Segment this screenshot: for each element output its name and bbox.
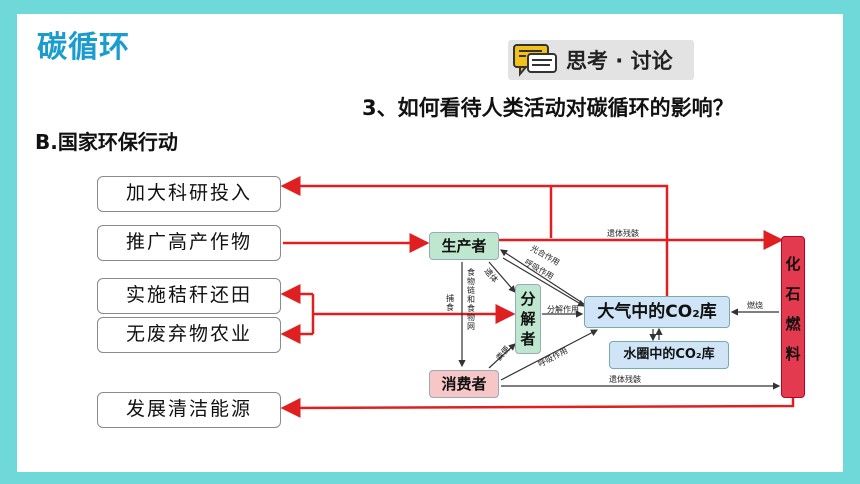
action-straw-return: 实施秸秆还田 <box>97 278 281 314</box>
think-discuss-label: 思考 · 讨论 <box>566 49 673 73</box>
edge-decomposition: 分解作用 <box>547 305 579 314</box>
chat-bubble-icon <box>513 44 557 77</box>
edge-combustion: 燃烧 <box>747 301 763 310</box>
think-discuss-badge: 思考 · 讨论 <box>508 40 694 80</box>
action-high-yield-crops: 推广高产作物 <box>97 225 281 261</box>
edge-remains: 遗体残骸 <box>607 229 639 238</box>
question-text: 3、如何看待人类活动对碳循环的影响？ <box>362 96 734 120</box>
decomposer-node: 分解者 <box>515 284 541 354</box>
slide: 碳循环 思考 · 讨论 3、如何看待人类活动对碳循环的影响？ B.国家环保行动 … <box>17 14 843 472</box>
edge-predation: 捕食 <box>446 294 454 312</box>
action-zero-waste-farming: 无废弃物农业 <box>97 317 281 353</box>
producer-node: 生产者 <box>429 232 499 260</box>
consumer-node: 消费者 <box>429 370 499 398</box>
fossil-fuel-node: 化石燃料 <box>781 236 805 398</box>
action-clean-energy: 发展清洁能源 <box>97 392 281 428</box>
edge-remains-3: 遗体残骸 <box>609 375 641 384</box>
section-subtitle: B.国家环保行动 <box>35 130 178 154</box>
diagram-arrows <box>280 176 795 418</box>
atmosphere-co2-node: 大气中的CO₂库 <box>584 296 730 328</box>
water-co2-node: 水圈中的CO₂库 <box>609 341 729 369</box>
edge-food-chain: 食物链和食物网 <box>467 268 475 331</box>
action-research: 加大科研投入 <box>97 176 281 212</box>
page-title: 碳循环 <box>37 30 130 65</box>
